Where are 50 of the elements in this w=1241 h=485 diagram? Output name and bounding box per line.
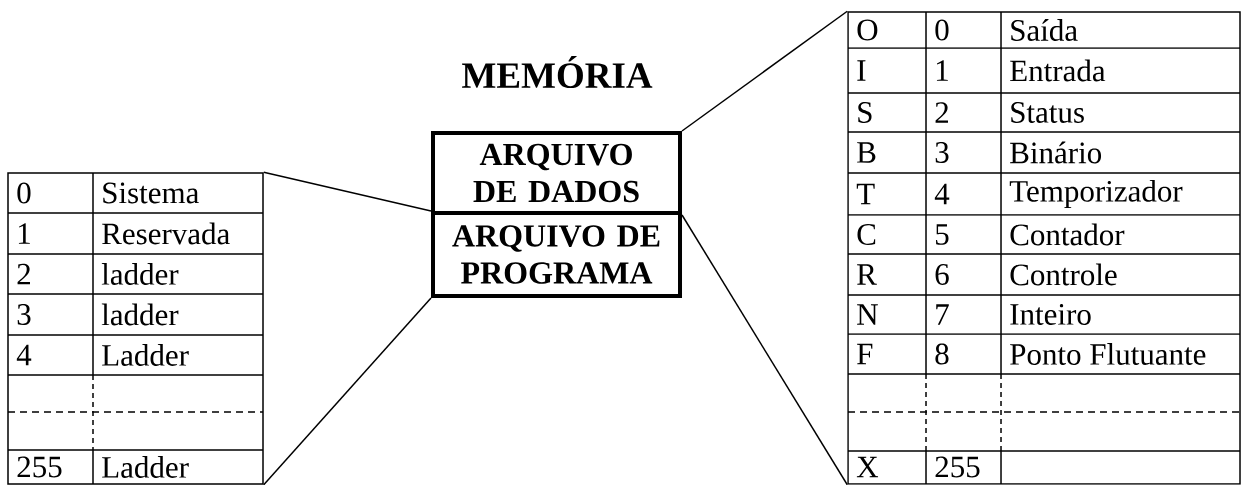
table-cell: ladder: [101, 303, 179, 326]
table-cell: S: [858, 102, 872, 123]
table-cell: 2: [17, 263, 30, 285]
table-cell: 0: [17, 182, 31, 204]
table-cell: 5: [936, 224, 949, 245]
connector-line: [263, 297, 432, 485]
connector-line: [681, 214, 848, 485]
table-cell: 1: [18, 223, 30, 244]
table-cell: Status: [1011, 102, 1084, 123]
table-cell: Inteiro: [1010, 304, 1091, 325]
table-cell: Temporizador: [1009, 179, 1183, 209]
table-cell: C: [857, 224, 876, 245]
table-cell: Entrada: [1010, 59, 1106, 82]
memory-table: [7, 172, 264, 485]
table-cell: X: [856, 456, 879, 478]
connector-line: [681, 10, 848, 132]
file-box: ARQUIVO DE DADOS: [431, 131, 682, 215]
table-cell: Sistema: [103, 182, 199, 204]
table-cell: Saída: [1011, 19, 1078, 41]
table-cell: 1: [936, 60, 948, 81]
table-cell: Binário: [1010, 141, 1102, 164]
table-cell: Contador: [1010, 223, 1125, 246]
table-cell: Reservada: [102, 222, 230, 245]
table-cell: T: [856, 183, 875, 205]
table-cell: 255: [17, 456, 62, 478]
table-cell: 2: [935, 102, 948, 123]
table-cell: 7: [936, 304, 949, 325]
title: MEMÓRIA: [462, 55, 653, 89]
table-cell: 0: [935, 19, 949, 41]
table-cell: ladder: [101, 263, 179, 285]
table-cell: Ponto Flutuante: [1010, 343, 1206, 365]
table-cell: Controle: [1010, 263, 1117, 286]
table-cell: R: [857, 264, 877, 285]
table-cell: 4: [16, 344, 32, 366]
table-cell: Ladder: [102, 456, 189, 478]
table-cell: 6: [935, 264, 949, 285]
connector-line: [263, 171, 432, 212]
table-cell: I: [857, 60, 866, 81]
table-cell: 4: [934, 183, 950, 205]
table-cell: B: [857, 142, 876, 163]
table-cell: F: [857, 343, 873, 365]
table-cell: 8: [935, 343, 949, 365]
table-cell: N: [857, 304, 878, 325]
table-cell: 255: [935, 456, 980, 478]
file-box: ARQUIVO DE PROGRAMA: [431, 211, 682, 298]
table-cell: 3: [17, 304, 31, 325]
table-cell: Ladder: [102, 344, 189, 366]
table-cell: O: [857, 19, 878, 41]
table-cell: 3: [935, 142, 949, 163]
memory-table: [847, 11, 1241, 485]
